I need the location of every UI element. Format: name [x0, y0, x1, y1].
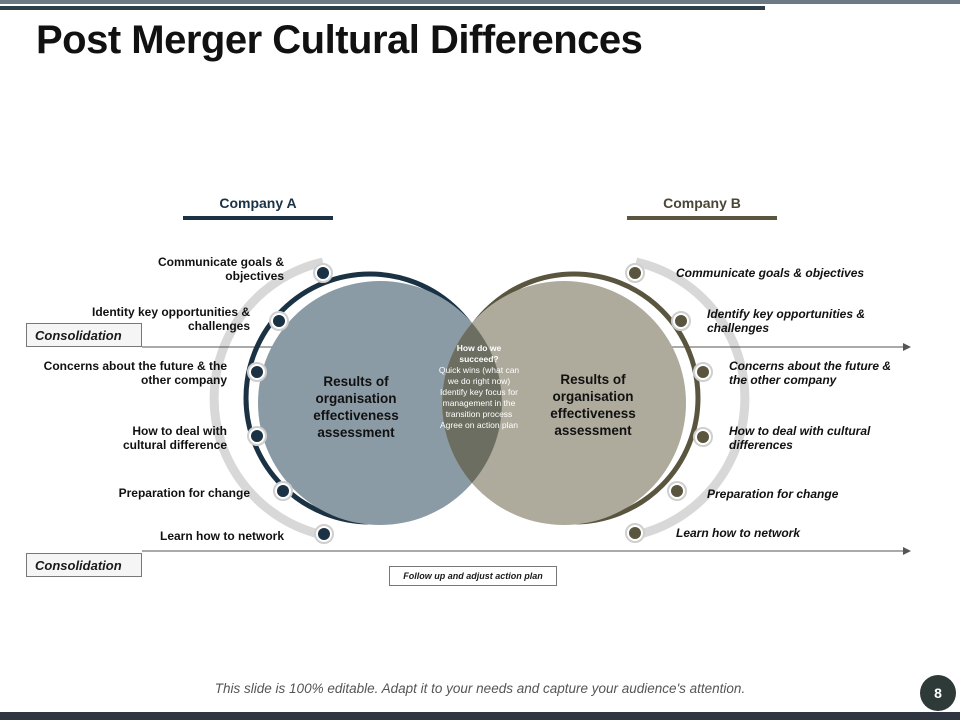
overlap-heading: How do we succeed?	[456, 343, 502, 364]
company-a-heading: Company A	[219, 195, 297, 211]
company-a-item-3: Concerns about the future & the other co…	[43, 359, 227, 387]
company-a-dots	[247, 263, 334, 544]
company-b-item-4: How to deal with cultural differences	[729, 424, 871, 452]
consolidation-box-bottom: Consolidation	[26, 553, 142, 577]
overlap-text: How do we succeed? Quick wins (what can …	[438, 343, 520, 431]
company-b-underline	[627, 216, 777, 220]
page-number-badge: 8	[920, 675, 956, 711]
top-bar-light	[0, 0, 960, 4]
overlap-body: Quick wins (what can we do right now) Id…	[438, 365, 520, 419]
company-b-item-3: Concerns about the future & the other co…	[729, 359, 892, 387]
company-b-guide-arc	[634, 257, 750, 540]
company-b-result: Results of organisation effectiveness as…	[550, 372, 636, 438]
top-bar-dark	[0, 6, 765, 10]
company-a-item-6: Learn how to network	[159, 529, 284, 543]
page-title: Post Merger Cultural Differences	[36, 18, 643, 62]
follow-up-box: Follow up and adjust action plan	[389, 566, 557, 586]
company-b-dots	[625, 263, 713, 543]
company-a-item-4: How to deal with cultural difference	[122, 424, 227, 452]
company-a-result: Results of organisation effectiveness as…	[313, 374, 399, 440]
company-a-item-2: Identity key opportunities & challenges	[91, 305, 250, 333]
company-a-circle	[258, 281, 502, 525]
company-a-guide-arc	[209, 257, 325, 540]
company-b-circle	[442, 281, 686, 525]
overlap-lens	[442, 323, 502, 483]
company-b-item-1: Communicate goals & objectives	[676, 266, 865, 280]
company-b-heading: Company B	[663, 195, 741, 211]
company-b-item-6: Learn how to network	[676, 526, 801, 540]
company-a-item-5: Preparation for change	[118, 486, 250, 500]
company-a-underline	[183, 216, 333, 220]
company-b-item-2: Identify key opportunities & challenges	[707, 307, 866, 335]
footer-note: This slide is 100% editable. Adapt it to…	[214, 681, 746, 696]
consolidation-box-top: Consolidation	[26, 323, 142, 347]
company-a-item-1: Communicate goals & objectives	[157, 255, 284, 283]
bottom-bar	[0, 712, 960, 720]
company-b-item-5: Preparation for change	[707, 487, 839, 501]
overlap-footer: Agree on action plan	[440, 420, 518, 430]
